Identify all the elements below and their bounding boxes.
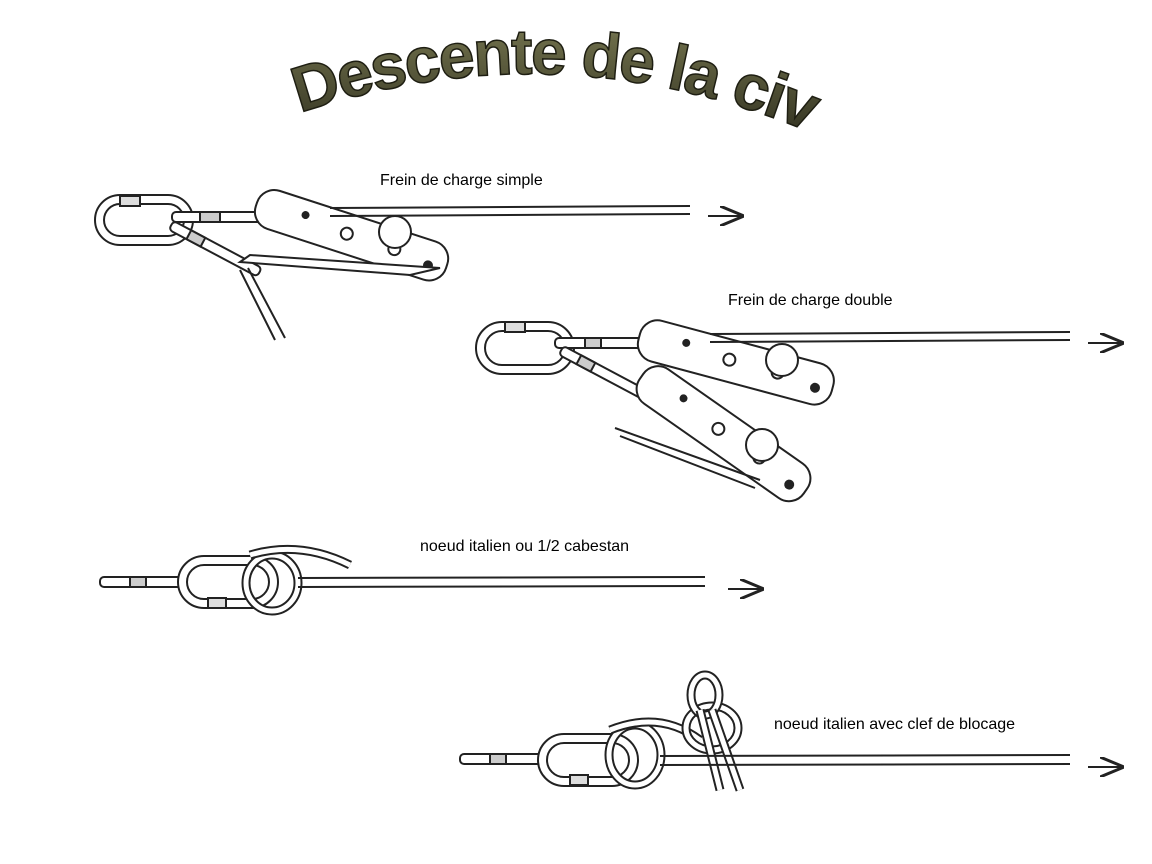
diagram-double [475,319,1122,503]
locking-knot-icon [604,670,745,792]
label-noeud-italien: noeud italien ou 1/2 cabestan [420,538,630,555]
label-frein-simple: Frein de charge simple [380,172,543,189]
title-word-art: Descente de la civière [0,0,833,145]
italian-hitch-icon [241,544,353,616]
page-title: Descente de la civière [0,0,833,145]
label-frein-double: Frein de charge double [728,292,893,309]
carabiner-icon [177,555,279,609]
label-noeud-italien-clef: noeud italien avec clef de blocage [774,716,1016,733]
diagram-simple [94,189,742,341]
svg-text:Descente de la civière: Descente de la civière [0,0,830,145]
diagram-italien-clef [459,670,1122,792]
diagram-italien [99,544,762,616]
